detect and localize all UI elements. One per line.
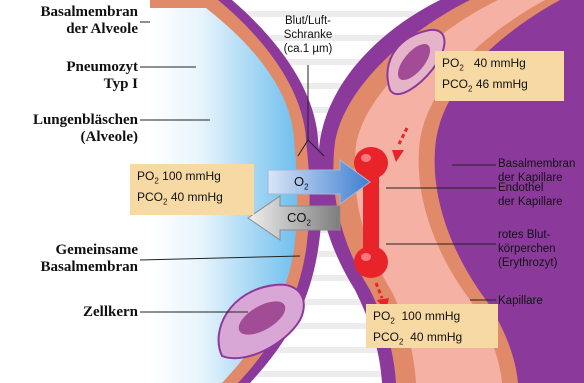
label-line: Typ I bbox=[4, 76, 138, 93]
po2-row: PO2 40 mmHg bbox=[442, 55, 557, 76]
label-line: (ca.1 µm) bbox=[268, 42, 348, 56]
label-line: Schranke bbox=[268, 28, 348, 42]
kapillare-bottom-gas-values: PO2 100 mmHg PCO2 40 mmHg bbox=[366, 304, 498, 348]
label-zellkern: Zellkern bbox=[4, 304, 138, 321]
subscript: 2 bbox=[399, 338, 403, 347]
pco-prefix: PCO bbox=[137, 190, 163, 204]
label-line: (Erythrozyt) bbox=[498, 256, 584, 270]
o2-label: O bbox=[294, 174, 304, 189]
pco2-value: 40 mmHg bbox=[171, 190, 223, 204]
label-line: Kapillare bbox=[498, 294, 584, 308]
pco2-value: 46 mmHg bbox=[476, 77, 528, 91]
po2-value: 100 mmHg bbox=[401, 309, 460, 323]
subscript: 2 bbox=[459, 63, 463, 72]
o2-arrow-label: O2 bbox=[294, 174, 309, 192]
po2-row: PO2 100 mmHg bbox=[373, 308, 491, 329]
label-blut-luft-schranke: Blut/Luft- Schranke (ca.1 µm) bbox=[268, 14, 348, 56]
label-line: Lungenbläschen bbox=[4, 112, 138, 129]
po-prefix: PO bbox=[373, 309, 390, 323]
pco2-row: PCO2 46 mmHg bbox=[442, 76, 557, 97]
label-line: der Alveole bbox=[4, 21, 138, 38]
label-line: Endothel bbox=[498, 181, 584, 195]
label-line: Blut/Luft- bbox=[268, 14, 348, 28]
label-kapillare: Kapillare bbox=[498, 294, 584, 308]
po2-row: PO2 100 mmHg bbox=[137, 168, 247, 189]
label-line: Basalmembran bbox=[4, 4, 138, 21]
pco2-row: PCO2 40 mmHg bbox=[137, 189, 247, 210]
label-line: (Alveole) bbox=[4, 129, 138, 146]
subscript: 2 bbox=[307, 219, 311, 228]
subscript: 2 bbox=[468, 85, 472, 94]
kapillare-top-gas-values: PO2 40 mmHg PCO2 46 mmHg bbox=[435, 51, 564, 101]
pco2-value: 40 mmHg bbox=[410, 330, 462, 344]
label-erythrozyt: rotes Blut- körperchen (Erythrozyt) bbox=[498, 228, 584, 270]
po2-value: 100 mmHg bbox=[162, 169, 221, 183]
po-prefix: PO bbox=[137, 169, 154, 183]
po2-value: 40 mmHg bbox=[474, 56, 526, 70]
pco-prefix: PCO bbox=[373, 330, 399, 344]
label-pneumozyt: Pneumozyt Typ I bbox=[4, 59, 138, 93]
label-endothel: Endothel der Kapillare bbox=[498, 181, 584, 209]
subscript: 2 bbox=[163, 198, 167, 207]
subscript: 2 bbox=[304, 183, 308, 192]
po-prefix: PO bbox=[442, 56, 459, 70]
label-line: Gemeinsame bbox=[4, 242, 138, 259]
subscript: 2 bbox=[390, 316, 394, 325]
label-line: rotes Blut- bbox=[498, 228, 584, 242]
label-line: Zellkern bbox=[4, 304, 138, 321]
label-line: der Kapillare bbox=[498, 195, 584, 209]
label-gemeinsame-basalmembran: Gemeinsame Basalmembran bbox=[4, 242, 138, 276]
label-line: Basalmembran bbox=[4, 259, 138, 276]
label-basalmembran-alveole: Basalmembran der Alveole bbox=[4, 4, 138, 38]
co2-arrow-label: CO2 bbox=[287, 210, 311, 228]
pco2-row: PCO2 40 mmHg bbox=[373, 329, 491, 350]
label-lungenblaeschen: Lungenbläschen (Alveole) bbox=[4, 112, 138, 146]
alveole-gas-values: PO2 100 mmHg PCO2 40 mmHg bbox=[130, 164, 254, 215]
subscript: 2 bbox=[154, 176, 158, 185]
label-line: Pneumozyt bbox=[4, 59, 138, 76]
label-line: körperchen bbox=[498, 242, 584, 256]
pco-prefix: PCO bbox=[442, 77, 468, 91]
co2-label: CO bbox=[287, 210, 307, 225]
label-line: Basalmembran bbox=[498, 157, 584, 171]
